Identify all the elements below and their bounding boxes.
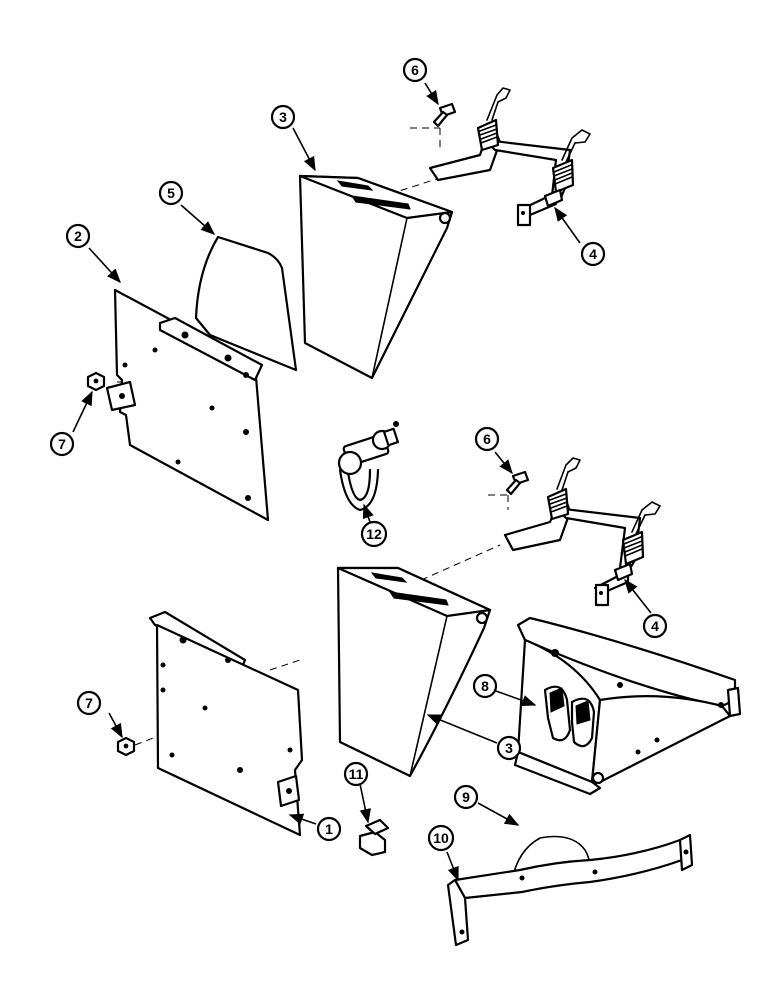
callout-3-top: 3 <box>270 104 296 130</box>
svg-text:10: 10 <box>433 830 449 846</box>
callout-8: 8 <box>472 673 498 699</box>
part-4-spring-bracket-bottom <box>503 457 661 607</box>
callout-6-top: 6 <box>402 57 428 83</box>
part-3-deflector-top <box>298 174 454 380</box>
svg-text:3: 3 <box>505 740 513 756</box>
svg-text:5: 5 <box>167 185 175 201</box>
spring-top-right <box>543 129 591 208</box>
svg-text:6: 6 <box>411 62 419 78</box>
part-8-hitch-bracket <box>513 616 742 796</box>
svg-text:3: 3 <box>279 109 287 125</box>
svg-text:6: 6 <box>483 431 491 447</box>
part-12-shackle <box>337 421 400 512</box>
svg-text:4: 4 <box>589 246 597 262</box>
part-11-clip <box>358 818 390 857</box>
callout-1: 1 <box>316 816 342 842</box>
callout-3-bottom: 3 <box>496 735 522 761</box>
part-7-nut-top <box>86 371 106 392</box>
part-1-mounting-plate-bottom <box>148 610 304 837</box>
callout-4-top: 4 <box>580 241 606 267</box>
spring-bottom-right <box>613 501 661 582</box>
part-5-gusset-plate <box>194 235 298 372</box>
callout-5: 5 <box>158 180 184 206</box>
part-6-bolt-top <box>432 102 457 128</box>
callout-6-bottom: 6 <box>474 426 500 452</box>
part-7-nut-bottom <box>116 736 136 757</box>
svg-text:8: 8 <box>481 678 489 694</box>
spring-bottom-left <box>546 457 581 521</box>
part-10-lower-strap <box>446 833 694 947</box>
svg-text:4: 4 <box>651 618 659 634</box>
callout-11: 11 <box>343 761 369 787</box>
part-4-spring-bracket-top <box>428 87 591 227</box>
leader-lines <box>72 82 652 882</box>
spring-top-left <box>476 87 511 152</box>
svg-text:11: 11 <box>349 766 364 782</box>
svg-text:12: 12 <box>366 526 382 542</box>
part-2-mounting-plate-top <box>105 288 270 522</box>
svg-text:2: 2 <box>74 228 82 244</box>
callout-7-top: 7 <box>49 431 75 457</box>
svg-text:7: 7 <box>85 695 93 711</box>
svg-text:9: 9 <box>462 789 470 805</box>
svg-text:1: 1 <box>325 821 333 837</box>
callout-9: 9 <box>453 784 479 810</box>
part-6-bolt-bottom <box>505 470 530 496</box>
callout-4-bottom: 4 <box>642 613 668 639</box>
callout-2: 2 <box>65 223 91 249</box>
callout-10: 10 <box>427 824 455 852</box>
svg-text:7: 7 <box>58 436 66 452</box>
callout-12: 12 <box>360 520 388 548</box>
callout-7-bottom: 7 <box>76 690 102 716</box>
part-3-deflector-bottom <box>336 566 492 778</box>
